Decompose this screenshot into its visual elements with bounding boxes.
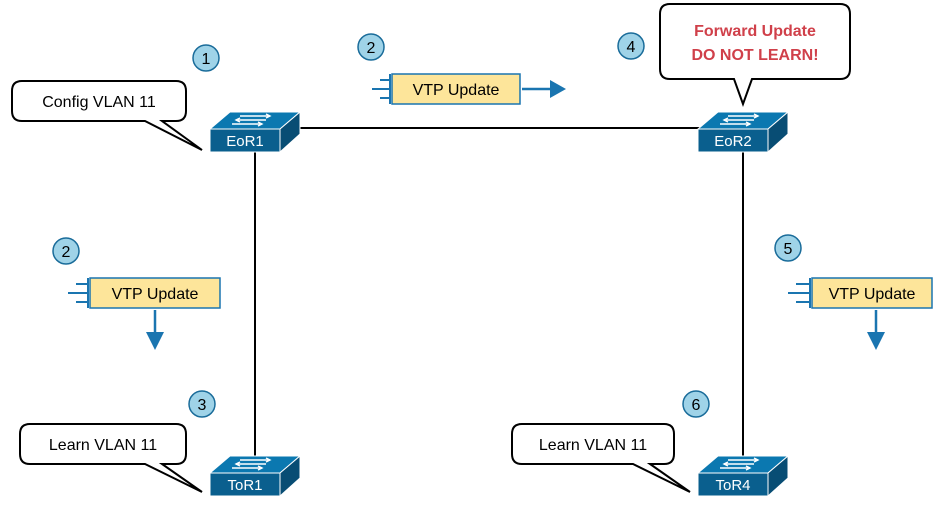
links — [254, 127, 744, 462]
callout-forward-line2: DO NOT LEARN! — [691, 47, 818, 64]
vtp-update-right: VTP Update — [788, 277, 933, 350]
switch-arrows-icon — [720, 113, 760, 127]
callout-learn-tor4-text: Learn VLAN 11 — [539, 437, 647, 454]
arrow-down-icon — [867, 310, 885, 350]
step-6: 6 — [682, 390, 710, 418]
step-1: 1 — [192, 44, 220, 72]
motion-lines-icon — [372, 79, 390, 99]
step-3-number: 3 — [198, 397, 207, 414]
switch-front — [209, 128, 281, 153]
switch-tor1: ToR1 — [208, 454, 302, 498]
switch-label-tor4: ToR4 — [715, 477, 750, 494]
step-5-number: 5 — [784, 241, 793, 258]
callout-learn-tor1-text: Learn VLAN 11 — [49, 437, 157, 454]
switch-tor4: ToR4 — [696, 454, 790, 498]
motion-lines-icon — [68, 283, 88, 303]
switch-arrows-icon — [232, 113, 272, 127]
callout-learn-tor1: Learn VLAN 11 — [19, 423, 203, 493]
step-5: 5 — [774, 234, 802, 262]
vtp-update-box — [89, 277, 221, 309]
switch-label-eor2: EoR2 — [714, 133, 752, 150]
step-4-number: 4 — [627, 39, 636, 56]
vtp-update-box — [391, 73, 521, 105]
callout-config-text: Config VLAN 11 — [42, 94, 156, 111]
vtp-update-left-label: VTP Update — [112, 286, 199, 303]
switch-eor1: EoR1 — [208, 110, 302, 154]
arrow-down-icon — [146, 310, 164, 350]
vtp-update-left: VTP Update — [68, 277, 221, 350]
step-4: 4 — [617, 32, 645, 60]
callout-forward-update: Forward Update DO NOT LEARN! — [659, 3, 851, 107]
vtp-update-right-label: VTP Update — [829, 286, 916, 303]
callout-config-vlan: Config VLAN 11 — [11, 80, 203, 151]
step-2-left: 2 — [52, 237, 80, 265]
switch-eor2: EoR2 — [696, 110, 790, 154]
callout-forward-line1: Forward Update — [694, 23, 816, 40]
vtp-update-top-label: VTP Update — [413, 82, 500, 99]
switch-label-eor1: EoR1 — [226, 133, 264, 150]
step-2-top-number: 2 — [367, 40, 376, 57]
step-2-left-number: 2 — [62, 244, 71, 261]
switch-label-tor1: ToR1 — [227, 477, 262, 494]
step-3: 3 — [188, 390, 216, 418]
switch-front — [209, 472, 281, 497]
motion-lines-icon — [788, 283, 810, 303]
switch-front — [697, 128, 769, 153]
vtp-update-top: VTP Update — [372, 73, 566, 105]
arrow-right-icon — [522, 80, 566, 98]
switch-arrows-icon — [232, 457, 272, 471]
vtp-update-box — [811, 277, 933, 309]
step-2-top: 2 — [357, 33, 385, 61]
callout-learn-tor4: Learn VLAN 11 — [511, 423, 691, 493]
switch-front — [697, 472, 769, 497]
step-6-number: 6 — [692, 397, 701, 414]
switch-arrows-icon — [720, 457, 760, 471]
step-1-number: 1 — [202, 51, 211, 68]
